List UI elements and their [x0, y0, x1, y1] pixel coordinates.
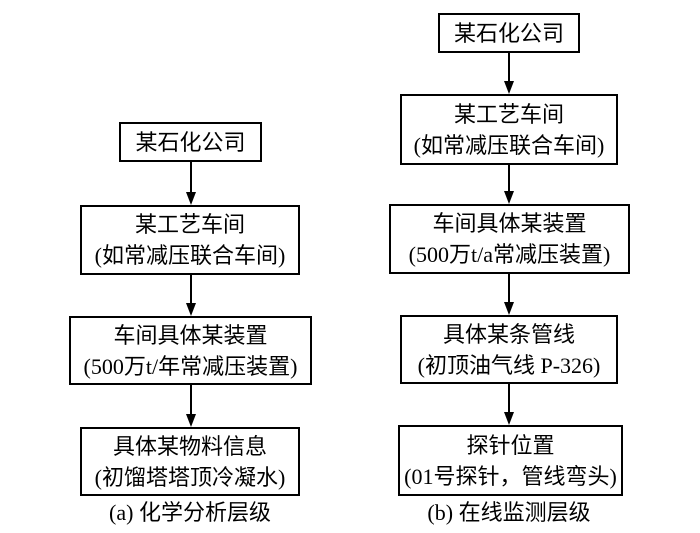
arrow-head: [185, 414, 196, 427]
node-b-pipeline: 具体某条管线 (初顶油气线 P-326): [400, 315, 618, 384]
arrow-shaft: [507, 165, 510, 191]
node-label: 某工艺车间: [453, 101, 564, 127]
node-sublabel: (500万t/a常减压装置): [408, 242, 611, 267]
flow-arrow-down-icon: [185, 385, 196, 427]
node-sublabel: (初馏塔塔顶冷凝水): [94, 464, 286, 490]
node-b-unit: 车间具体某装置 (500万t/a常减压装置): [389, 204, 630, 274]
node-a-unit: 车间具体某装置 (500万t/年常减压装置): [69, 316, 312, 385]
arrow-shaft: [189, 162, 192, 192]
arrow-head: [185, 303, 196, 316]
node-b-workshop: 某工艺车间 (如常减压联合车间): [400, 94, 618, 165]
arrow-head: [503, 81, 514, 94]
flow-arrow-down-icon: [503, 53, 514, 94]
arrow-shaft: [507, 384, 510, 412]
arrow-head: [503, 302, 514, 315]
flow-arrow-down-icon: [503, 384, 514, 425]
node-label: 探针位置: [466, 432, 555, 458]
node-b-company: 某石化公司: [438, 13, 580, 53]
caption-chart-b: (b) 在线监测层级: [427, 500, 591, 525]
flow-arrow-down-icon: [503, 274, 514, 315]
node-label: 具体某条管线: [442, 321, 575, 347]
arrow-shaft: [189, 385, 192, 414]
node-sublabel: (如常减压联合车间): [94, 243, 286, 268]
flow-arrow-down-icon: [503, 165, 514, 204]
node-sublabel: (如常减压联合车间): [413, 132, 605, 158]
node-a-material-info: 具体某物料信息 (初馏塔塔顶冷凝水): [80, 427, 300, 496]
flow-arrow-down-icon: [185, 162, 196, 205]
node-label: 某石化公司: [453, 20, 564, 46]
node-sublabel: (500万t/年常减压装置): [83, 353, 298, 379]
node-sublabel: (初顶油气线 P-326): [417, 352, 601, 378]
node-a-company: 某石化公司: [119, 122, 262, 162]
arrow-shaft: [507, 274, 510, 302]
arrow-head: [185, 192, 196, 205]
node-label: 车间具体某装置: [113, 322, 268, 348]
node-label: 车间具体某装置: [432, 211, 587, 236]
arrow-head: [503, 412, 514, 425]
node-label: 某工艺车间: [134, 212, 245, 237]
node-b-probe-location: 探针位置 (01号探针，管线弯头): [398, 425, 623, 496]
node-sublabel: (01号探针，管线弯头): [404, 463, 617, 489]
arrow-head: [503, 191, 514, 204]
arrow-shaft: [189, 275, 192, 303]
node-label: 某石化公司: [135, 129, 246, 155]
node-label: 具体某物料信息: [112, 433, 267, 459]
flow-arrow-down-icon: [185, 275, 196, 316]
node-a-workshop: 某工艺车间 (如常减压联合车间): [80, 205, 300, 275]
caption-chart-a: (a) 化学分析层级: [109, 500, 271, 525]
arrow-shaft: [507, 53, 510, 81]
